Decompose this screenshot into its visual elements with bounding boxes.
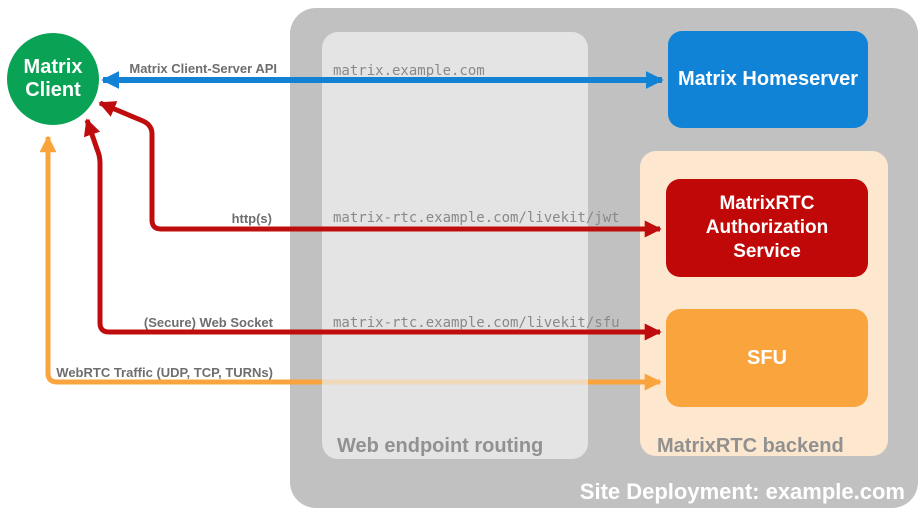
- node-matrix-client: Matrix Client: [7, 33, 99, 125]
- arrow-webrtc-main: [39, 135, 322, 385]
- matrixrtc-backend-label: MatrixRTC backend: [657, 435, 844, 457]
- node-sfu: SFU: [666, 309, 868, 407]
- route-livekit-sfu: matrix-rtc.example.com/livekit/sfu: [333, 315, 620, 331]
- sfu-label: SFU: [747, 346, 787, 369]
- web-endpoint-routing-label: Web endpoint routing: [337, 435, 544, 457]
- matrix-homeserver-label: Matrix Homeserver: [677, 68, 859, 90]
- auth-service-label: MatrixRTC Authorization Service: [705, 193, 829, 262]
- node-matrix-homeserver: Matrix Homeserver: [668, 31, 868, 128]
- site-deployment-label: Site Deployment: example.com: [579, 479, 905, 504]
- node-matrixrtc-authorization-service: MatrixRTC Authorization Service: [666, 179, 868, 277]
- client-server-api-label: Matrix Client-Server API: [129, 61, 277, 76]
- route-livekit-jwt: matrix-rtc.example.com/livekit/jwt: [333, 210, 620, 226]
- web-socket-label: (Secure) Web Socket: [143, 315, 273, 330]
- matrix-client-label: Matrix Client: [23, 56, 83, 101]
- route-matrix-example-com: matrix.example.com: [333, 63, 485, 79]
- https-label: http(s): [231, 211, 272, 226]
- webrtc-traffic-label: WebRTC Traffic (UDP, TCP, TURNs): [56, 365, 273, 380]
- web-endpoint-routing-container: [322, 32, 588, 459]
